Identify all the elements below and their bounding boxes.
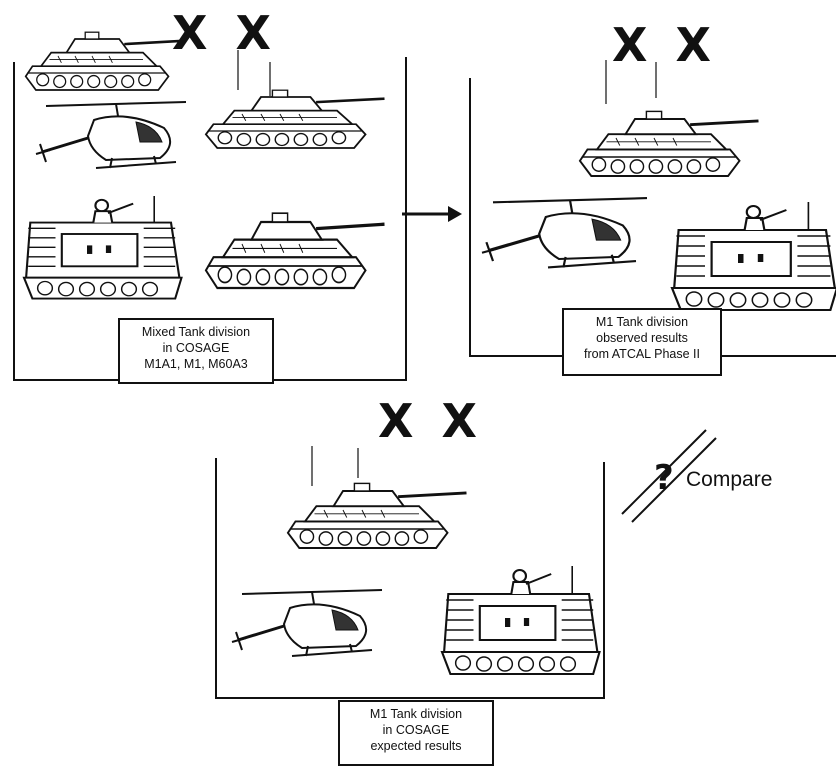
echelon-marker-expected: X X <box>378 394 483 448</box>
caption-mixed: Mixed Tank division in COSAGE M1A1, M1, … <box>118 318 274 384</box>
caption-line: M1A1, M1, M60A3 <box>144 357 248 371</box>
antenna-line <box>311 446 359 486</box>
arrow-right-icon <box>402 206 462 222</box>
tank-icon <box>286 481 468 550</box>
helicopter-icon <box>480 196 649 270</box>
tank-icon <box>204 211 387 290</box>
antenna-line <box>237 50 271 96</box>
panel-expected-frame <box>215 458 605 699</box>
caption-line: Mixed Tank division <box>141 325 251 339</box>
caption-line: M1 Tank division <box>595 315 689 329</box>
helicopter-icon <box>230 588 384 658</box>
caption-line: from ATCAL Phase II <box>583 347 700 361</box>
compare-slashes <box>621 429 717 523</box>
compare-label: Compare <box>686 468 773 491</box>
apc-icon <box>440 564 601 676</box>
caption-observed: M1 Tank division observed results from A… <box>562 308 722 376</box>
antenna-line <box>605 60 657 104</box>
tank-icon <box>204 88 386 150</box>
tank-icon <box>24 30 187 92</box>
echelon-marker-mixed: X X <box>172 6 277 60</box>
caption-line: observed results <box>596 331 688 345</box>
tank-icon <box>578 109 760 178</box>
apc-icon <box>22 194 183 300</box>
caption-expected: M1 Tank division in COSAGE expected resu… <box>338 700 494 766</box>
caption-line: in COSAGE <box>382 723 450 737</box>
helicopter-icon <box>34 100 188 170</box>
caption-line: in COSAGE <box>162 341 230 355</box>
question-mark-icon: ? <box>654 458 674 498</box>
caption-line: M1 Tank division <box>369 707 463 721</box>
apc-icon <box>670 200 836 312</box>
caption-line: expected results <box>370 739 462 753</box>
echelon-marker-observed: X X <box>612 18 717 72</box>
